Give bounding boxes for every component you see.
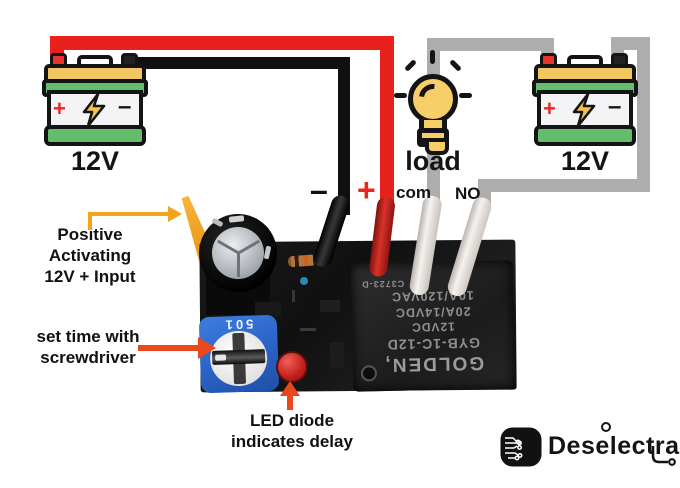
led-icon: [276, 351, 308, 383]
pcb-component: [320, 300, 340, 312]
blue-component-dot: [300, 277, 308, 285]
bulb-glass: [408, 74, 458, 124]
battery-minus-sign: –: [118, 93, 132, 120]
relay-voltage: 12VDC: [411, 319, 456, 335]
battery-plus-sign: +: [543, 96, 556, 121]
potentiometer-slot-vertical: [232, 332, 247, 385]
relay-model: GYB-1C-12D: [386, 334, 481, 353]
slot-glint: [215, 354, 227, 361]
bulb-ray: [404, 59, 417, 72]
positive-input-line2: Activating: [48, 246, 132, 265]
lead-white-com: [408, 194, 443, 297]
battery-minus-sign: –: [608, 93, 622, 120]
relay-icon: GOLDEN, GYB-1C-12D 12VDC 20A/14VDC 10A/1…: [350, 260, 516, 392]
lead-white-no: [445, 195, 494, 299]
light-bulb-icon: [394, 50, 472, 155]
potentiometer-marking: 501: [222, 316, 254, 333]
circuit-brain-icon: [500, 427, 542, 467]
battery-left-label: 12V: [70, 146, 120, 176]
relay-rating-ac: 10A/120VAC: [390, 288, 474, 305]
bulb-ray: [430, 50, 435, 64]
bulb-base-line: [417, 138, 449, 142]
capacitor-rim-mark: [263, 245, 272, 260]
wire-gray-top: [427, 38, 554, 51]
led-indicator-line1: LED diode: [249, 411, 335, 430]
potentiometer-dial: [209, 330, 269, 387]
wire-gray-right-down: [637, 37, 650, 192]
battery-plus-sign: +: [53, 96, 66, 121]
bulb-ray: [449, 59, 462, 72]
led-indicator-label: LED diode indicates delay: [222, 410, 362, 452]
terminal-no-label: NO: [455, 184, 481, 203]
relay-rivet: [360, 365, 378, 382]
battery-base: [534, 125, 636, 146]
set-time-line1: set time with: [36, 327, 140, 346]
pcb-component: [330, 342, 344, 368]
wire-black-down: [338, 57, 350, 215]
positive-input-line1: Positive: [57, 225, 123, 244]
wire-red-down: [380, 36, 394, 202]
pcb-silkscreen-mark: [292, 290, 295, 302]
bulb-tip: [425, 142, 449, 155]
terminal-minus-label: –: [310, 172, 328, 208]
terminal-plus-label: +: [357, 172, 376, 208]
logo-node-dot: [601, 422, 611, 432]
capacitor-vent-line: [236, 253, 240, 277]
wire-red-top: [50, 36, 394, 50]
set-time-line2: screwdriver: [40, 348, 136, 367]
yellow-input-wire: [177, 194, 218, 266]
capacitor-top: [212, 227, 264, 279]
pcb: [199, 239, 517, 393]
battery-left-icon: + –: [42, 53, 148, 147]
battery-base: [44, 125, 146, 146]
relay-code: C3723-D: [361, 278, 405, 290]
battery-right-label: 12V: [560, 146, 610, 176]
wire-black-top: [124, 57, 350, 69]
set-time-label: set time with screwdriver: [22, 326, 154, 368]
relay-brand: GOLDEN,: [383, 352, 485, 376]
potentiometer-slot-horizontal: [211, 349, 266, 365]
relay-rating-dc: 20A/14VDC: [394, 304, 471, 320]
lightning-bolt-icon: [572, 93, 596, 127]
capacitor-vent-line: [216, 239, 239, 255]
brand-logo: Deselectra: [498, 422, 680, 474]
pcb-component: [255, 302, 281, 316]
capacitor-rim-mark: [211, 217, 224, 228]
bulb-ray: [459, 93, 472, 98]
positive-input-label: Positive Activating 12V + Input: [28, 224, 152, 287]
led-indicator-line2: indicates delay: [231, 432, 353, 451]
positive-input-line3: 12V + Input: [44, 267, 136, 286]
bulb-ray: [394, 93, 407, 98]
battery-right-icon: + –: [532, 53, 638, 147]
logo-tail: [651, 446, 676, 466]
pcb-silkscreen-mark: [300, 328, 316, 331]
bulb-highlight: [413, 78, 453, 118]
wire-gray-bottom: [478, 179, 650, 192]
resistor-icon: [287, 253, 327, 268]
capacitor-vent-line: [237, 239, 260, 255]
terminal-com-label: com: [396, 183, 431, 202]
brand-logo-text: Deselectra: [548, 432, 680, 460]
capacitor-body: [206, 275, 270, 315]
capacitor-rim-mark: [228, 215, 245, 223]
lightning-bolt-icon: [82, 93, 106, 127]
bulb-neck: [419, 120, 447, 129]
